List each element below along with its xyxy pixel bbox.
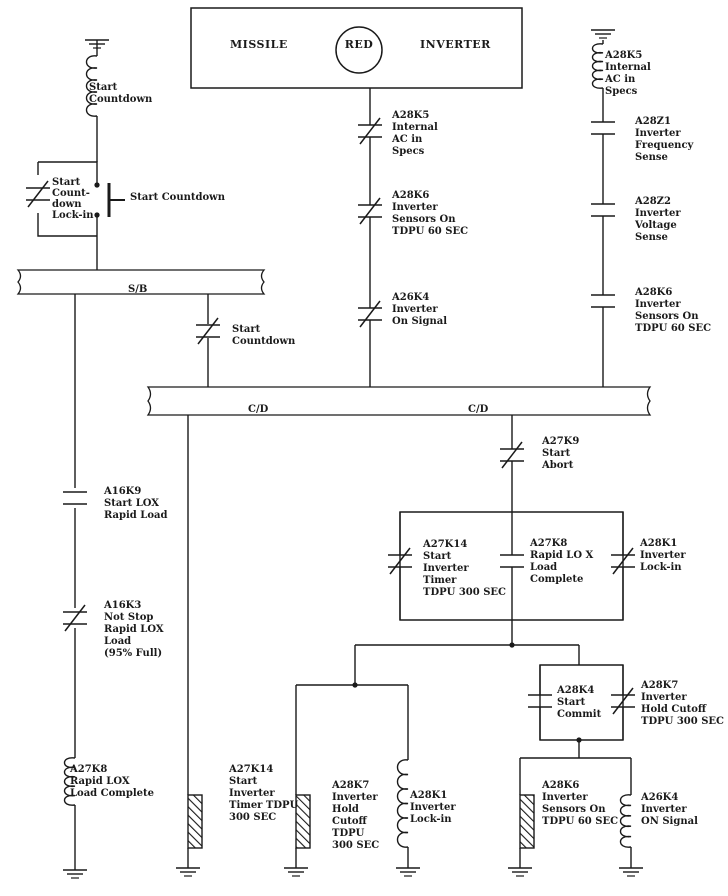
pushbutton-terminal bbox=[94, 182, 100, 188]
lockin-contact bbox=[26, 180, 50, 208]
box-label-missile: MISSILE bbox=[230, 38, 288, 51]
sb-bus: S/B bbox=[16, 269, 266, 295]
ground-a28k7 bbox=[284, 867, 308, 877]
a27k8-contact bbox=[500, 554, 524, 568]
contact-slash bbox=[612, 687, 634, 715]
cd-bus-label-left: C/D bbox=[248, 404, 269, 415]
a28k6-timer-coil bbox=[519, 794, 535, 849]
top-a26k4-contact bbox=[358, 300, 382, 328]
missile-red-inverter-box: MISSILE RED INVERTER bbox=[190, 7, 523, 89]
red-indicator-lamp bbox=[335, 26, 383, 74]
contact-slash bbox=[359, 117, 381, 145]
junction-dot bbox=[576, 737, 582, 743]
contact-slash bbox=[359, 300, 381, 328]
wiring bbox=[37, 40, 632, 870]
ground-a27k8 bbox=[63, 869, 87, 879]
ground-top-left bbox=[85, 39, 109, 49]
cd-bus-label-right: C/D bbox=[468, 404, 489, 415]
contact-slash bbox=[612, 547, 634, 575]
a27k9-contact bbox=[500, 441, 524, 469]
timer-coil-body bbox=[519, 794, 535, 849]
a28k1-coil bbox=[396, 759, 409, 848]
a16k9-contact bbox=[63, 491, 87, 505]
a27k14-timer-coil bbox=[187, 794, 203, 849]
a28k7-timer-coil bbox=[295, 794, 311, 849]
coil-winding bbox=[63, 757, 76, 806]
a27k14-contact bbox=[388, 547, 412, 575]
timer-coil-body bbox=[295, 794, 311, 849]
top-a28k5-contact bbox=[358, 117, 382, 145]
contact-slash bbox=[501, 441, 523, 469]
a28k4-contact bbox=[528, 694, 552, 708]
box-label-inverter: INVERTER bbox=[420, 38, 491, 51]
junction-dot bbox=[352, 682, 358, 688]
start-countdown-contact bbox=[196, 317, 220, 345]
right-a28k5-coil bbox=[591, 43, 604, 89]
coil-winding bbox=[396, 759, 409, 848]
ground-a27k14 bbox=[176, 867, 200, 877]
coil-winding bbox=[591, 43, 604, 89]
junction-dot bbox=[509, 642, 515, 648]
right-a28k6-contact bbox=[591, 294, 615, 308]
sb-bus-label: S/B bbox=[128, 284, 147, 295]
pushbutton-terminal bbox=[94, 212, 100, 218]
a26k4-coil bbox=[619, 794, 632, 848]
label-pushbutton: Start Countdown bbox=[130, 192, 226, 203]
contact-slash bbox=[197, 317, 219, 345]
ground-a26k4 bbox=[619, 867, 643, 877]
ground-a28k1 bbox=[396, 867, 420, 877]
coil-winding bbox=[619, 794, 632, 848]
a28z2-contact bbox=[591, 203, 615, 217]
cd-bus: C/D C/D bbox=[146, 386, 652, 416]
top-a28k6-contact bbox=[358, 197, 382, 225]
wire bbox=[38, 161, 98, 185]
a28k7-contact bbox=[611, 687, 635, 715]
contact-slash bbox=[389, 547, 411, 575]
ground-a28k6 bbox=[508, 867, 532, 877]
a16k3-contact bbox=[63, 604, 87, 632]
wire bbox=[37, 213, 97, 237]
ground-top-right bbox=[591, 29, 615, 39]
a28z1-contact bbox=[591, 121, 615, 135]
components bbox=[26, 29, 643, 879]
coil-winding bbox=[85, 55, 98, 117]
start-countdown-pushbutton bbox=[94, 182, 125, 218]
contact-slash bbox=[64, 604, 86, 632]
contact-slash bbox=[27, 180, 49, 208]
start-countdown-coil bbox=[85, 55, 98, 117]
a28k1-contact bbox=[611, 547, 635, 575]
box-label-red: RED bbox=[345, 38, 374, 51]
timer-coil-body bbox=[187, 794, 203, 849]
contact-slash bbox=[359, 197, 381, 225]
a27k8-coil bbox=[63, 757, 76, 806]
